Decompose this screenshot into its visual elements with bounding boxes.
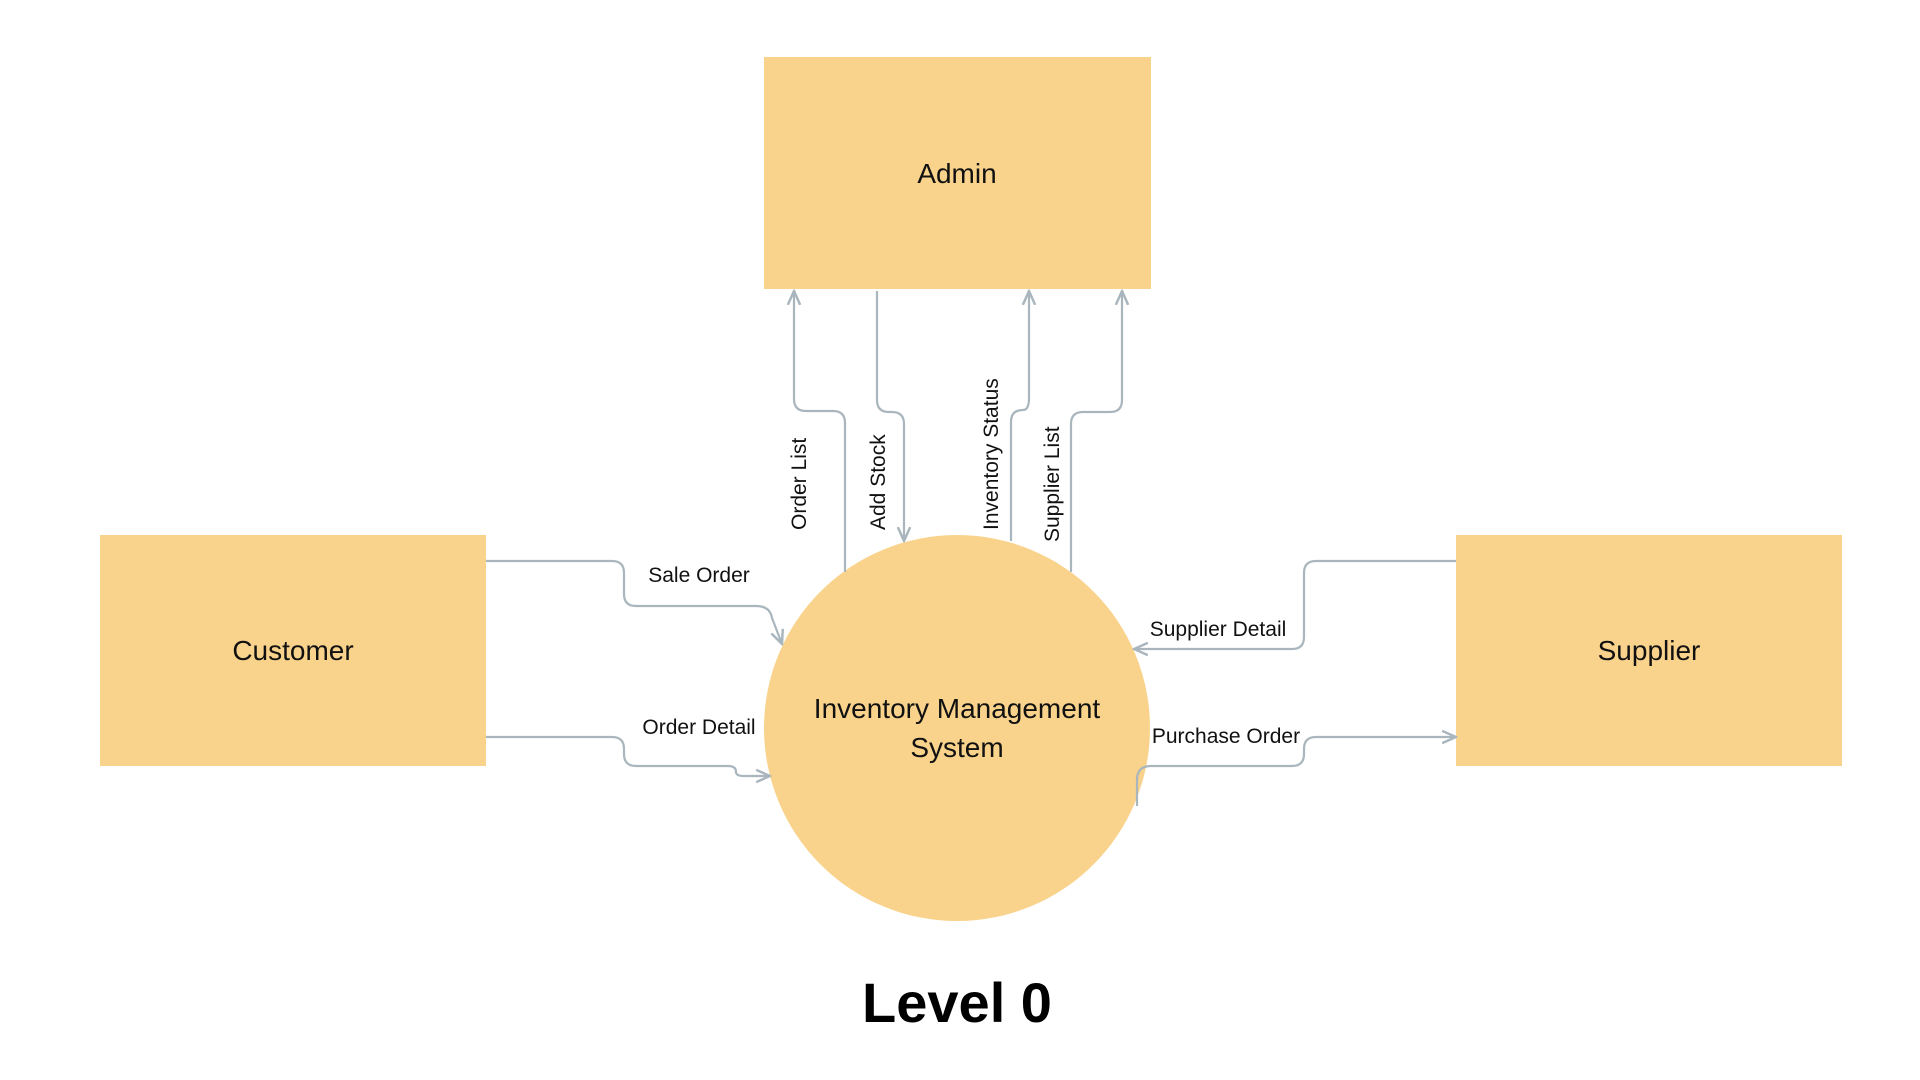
admin-label: Admin xyxy=(917,158,996,189)
order-detail-connector xyxy=(486,735,770,776)
supplier-list-connector xyxy=(1069,291,1122,572)
purchase-order-label: Purchase Order xyxy=(1152,725,1300,748)
supplier-detail-label: Supplier Detail xyxy=(1150,618,1287,641)
supplier-box xyxy=(1456,535,1842,766)
diagram-title: Level 0 xyxy=(862,971,1052,1034)
inventory-status-connector xyxy=(1009,291,1029,541)
sale-order-connector xyxy=(486,559,782,644)
order-detail-label: Order Detail xyxy=(642,716,755,739)
supplier-detail-connector xyxy=(1134,559,1456,649)
customer-box xyxy=(100,535,486,766)
sale-order-label: Sale Order xyxy=(648,564,750,587)
admin-entity[interactable]: Admin xyxy=(764,57,1151,289)
customer-label: Customer xyxy=(232,635,353,666)
order-list-label: Order List xyxy=(788,438,811,530)
customer-entity[interactable]: Customer xyxy=(100,535,486,766)
process-label-line2: System xyxy=(910,732,1003,763)
inventory-status-label: Inventory Status xyxy=(980,378,1003,530)
inventory-management-process[interactable]: Inventory Management System xyxy=(764,535,1150,921)
add-stock-label: Add Stock xyxy=(867,434,890,530)
admin-box xyxy=(764,57,1151,289)
supplier-list-label: Supplier List xyxy=(1041,426,1064,542)
add-stock-connector xyxy=(875,291,904,541)
supplier-entity[interactable]: Supplier xyxy=(1456,535,1842,766)
process-label-line1: Inventory Management xyxy=(814,693,1101,724)
order-list-connector xyxy=(794,291,847,572)
process-circle xyxy=(764,535,1150,921)
supplier-label: Supplier xyxy=(1598,635,1701,666)
purchase-order-connector xyxy=(1135,737,1456,806)
